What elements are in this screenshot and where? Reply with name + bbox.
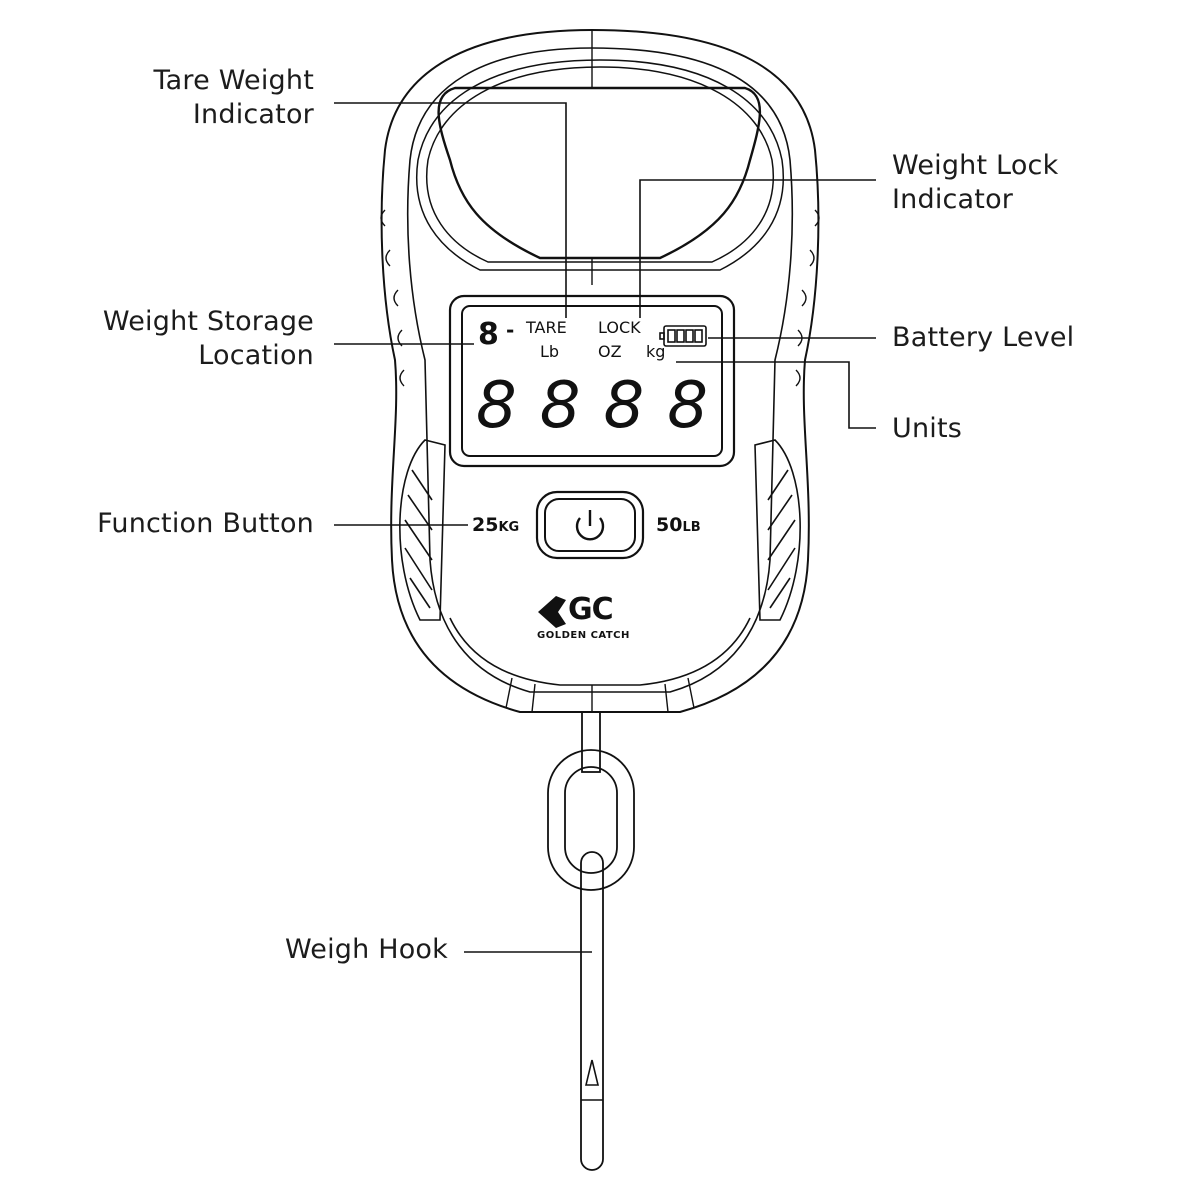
capacity-lb-label: 50LB xyxy=(656,514,701,539)
callout-tare-line1: Tare Weight xyxy=(153,65,314,96)
hook-shackle xyxy=(547,749,635,891)
lcd-unit-kg: kg xyxy=(646,342,666,361)
bottom-seam-2 xyxy=(531,683,536,713)
hook-bar xyxy=(580,851,604,1171)
callout-weigh-hook: Weigh Hook xyxy=(284,934,448,965)
capacity-lb-unit: LB xyxy=(682,520,701,535)
bottom-seam-3 xyxy=(664,683,669,713)
callout-tare-line2: Indicator xyxy=(192,99,314,130)
callout-units: Units xyxy=(892,413,963,444)
callout-storage-line2: Location xyxy=(198,340,314,371)
callout-weight-lock-indicator: Weight Lock Indicator xyxy=(892,149,1058,217)
lcd-bezel xyxy=(448,294,736,468)
lcd-unit-lb: Lb xyxy=(540,342,560,361)
weigh-hook-shape xyxy=(547,711,635,1171)
body-outline xyxy=(380,28,820,713)
brand-name: GOLDEN CATCH xyxy=(537,630,630,641)
body-inner-outline xyxy=(406,47,794,693)
battery-icon xyxy=(659,325,707,347)
hook-shackle-inner xyxy=(564,766,618,874)
lcd-lock-indicator: LOCK xyxy=(598,318,641,337)
callout-lock-line1: Weight Lock xyxy=(892,150,1059,181)
lcd-unit-oz: OZ xyxy=(598,342,622,361)
leader-units xyxy=(676,361,876,429)
capacity-kg-value: 25 xyxy=(472,514,499,536)
leader-lines xyxy=(334,102,876,953)
handle-ring-outer xyxy=(416,59,784,271)
bottom-seam-4 xyxy=(687,677,695,709)
callout-function-button: Function Button xyxy=(97,508,314,539)
hook-stem xyxy=(581,711,601,773)
lcd-tare-indicator: TARE xyxy=(526,318,567,337)
lcd-digit: 8 xyxy=(476,369,517,443)
leader-lock xyxy=(639,179,876,318)
handle-ring-mid xyxy=(426,66,774,263)
grip-ribs-right xyxy=(754,439,801,621)
lcd-display xyxy=(448,294,736,468)
bottom-band xyxy=(449,617,751,686)
lcd-screen xyxy=(461,305,723,457)
function-button-shape[interactable] xyxy=(535,490,645,560)
capacity-kg-unit: KG xyxy=(498,520,520,535)
hook-tip xyxy=(584,1059,600,1086)
lcd-storage-digit: 8 xyxy=(478,317,499,352)
fish-logo-icon xyxy=(538,596,566,628)
brand-logo: GC xyxy=(568,592,614,627)
callout-tare-weight-indicator: Tare Weight Indicator xyxy=(80,64,314,132)
handle-opening xyxy=(437,86,762,260)
power-icon xyxy=(575,510,605,541)
lcd-digit: 8 xyxy=(539,369,581,443)
callout-weight-storage-location: Weight Storage Location xyxy=(40,305,314,373)
lcd-dash: - xyxy=(506,318,515,342)
bottom-seam-1 xyxy=(505,677,513,709)
capacity-kg-label: 25KG xyxy=(472,514,519,539)
callout-battery-level: Battery Level xyxy=(892,322,1075,353)
leader-tare xyxy=(334,102,567,318)
lcd-main-digits: 8 8 8 8 xyxy=(476,368,708,444)
grip-ribs-left xyxy=(399,439,446,621)
scale-body xyxy=(380,28,820,713)
capacity-lb-value: 50 xyxy=(656,514,683,536)
callout-lock-line2: Indicator xyxy=(892,184,1014,215)
lcd-digit: 8 xyxy=(667,369,708,443)
callout-storage-line1: Weight Storage xyxy=(102,306,314,337)
lcd-digit: 8 xyxy=(603,369,645,443)
